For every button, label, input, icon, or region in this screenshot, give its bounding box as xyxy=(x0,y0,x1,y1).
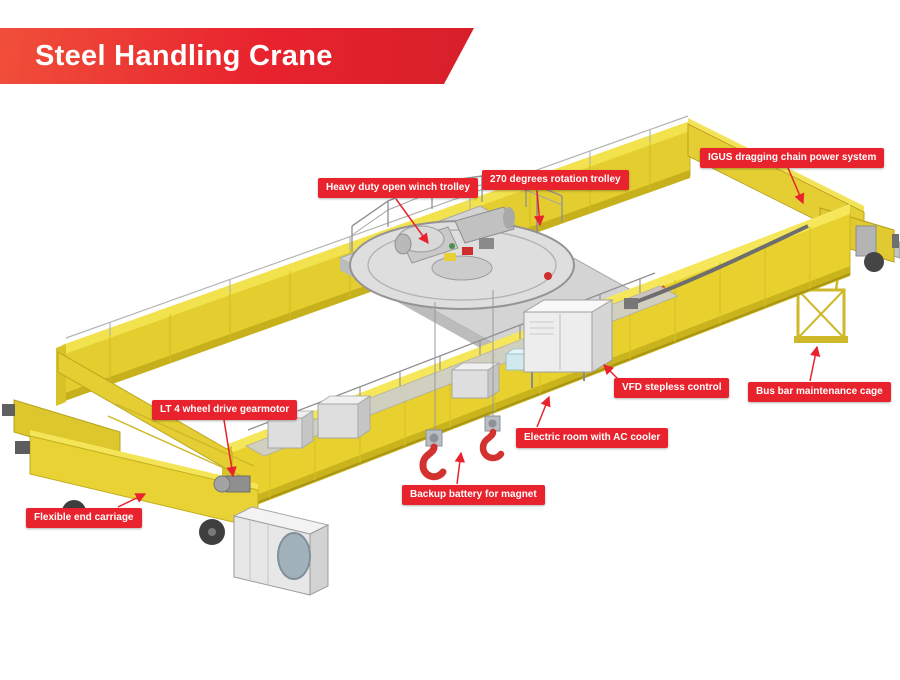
leader-winch-trolley xyxy=(395,198,429,245)
equipment-box xyxy=(316,395,372,439)
label-leaders xyxy=(117,167,821,508)
leader-rotation-trolley xyxy=(533,190,545,227)
leader-vfd xyxy=(603,364,619,380)
label-igus-dragging-chain-power-system: IGUS dragging chain power system xyxy=(700,148,885,168)
lt-gearmotor xyxy=(213,475,251,493)
leader-end-carriage xyxy=(117,493,147,508)
operator-cabin xyxy=(232,506,330,596)
label-lt-4-wheel-drive-gearmotor: LT 4 wheel drive gearmotor xyxy=(152,400,298,420)
magnet-hooks xyxy=(419,290,505,481)
leader-busbar-cage xyxy=(809,345,821,382)
label-flexible-end-carriage: Flexible end carriage xyxy=(26,508,142,528)
leader-igus-chain xyxy=(787,167,805,205)
crane-hook xyxy=(479,415,505,462)
flexible-end-carriage xyxy=(2,351,259,545)
leader-gearmotor xyxy=(223,419,237,478)
leader-electric-room xyxy=(536,395,551,428)
page-title: Steel Handling Crane xyxy=(35,39,333,72)
title-banner: Steel Handling Crane xyxy=(0,28,474,84)
label-electric-room-with-ac-cooler: Electric room with AC cooler xyxy=(516,428,669,448)
crane-hook xyxy=(419,429,447,481)
electric-room xyxy=(522,299,614,388)
label-heavy-duty-open-winch-trolley: Heavy duty open winch trolley xyxy=(318,178,478,198)
label-backup-battery-for-magnet: Backup battery for magnet xyxy=(402,485,545,505)
cabin-window xyxy=(277,532,311,580)
label-270-degrees-rotation-trolley: 270 degrees rotation trolley xyxy=(482,170,629,190)
label-vfd-stepless-control: VFD stepless control xyxy=(614,378,730,398)
igus-dragging-chain xyxy=(624,224,809,309)
leader-backup-battery xyxy=(454,451,466,485)
label-bus-bar-maintenance-cage: Bus bar maintenance cage xyxy=(748,382,891,402)
backup-battery-box xyxy=(450,362,501,399)
